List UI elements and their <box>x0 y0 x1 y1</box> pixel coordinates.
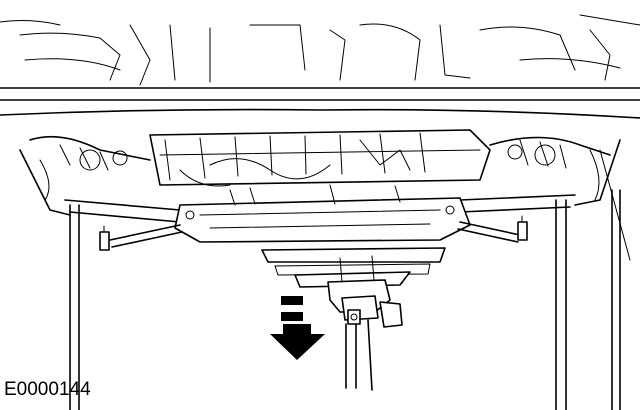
lift-posts <box>69 149 631 410</box>
vehicle-body-outline <box>0 14 640 119</box>
engine-assembly <box>149 129 491 187</box>
subframe-crossmember <box>64 184 576 243</box>
figure-id-label: E0000144 <box>4 379 91 400</box>
down-arrow-icon <box>270 296 325 360</box>
transmission-jack <box>261 247 446 391</box>
left-suspension <box>19 135 151 216</box>
support-arms <box>99 215 528 251</box>
right-suspension <box>489 136 621 206</box>
